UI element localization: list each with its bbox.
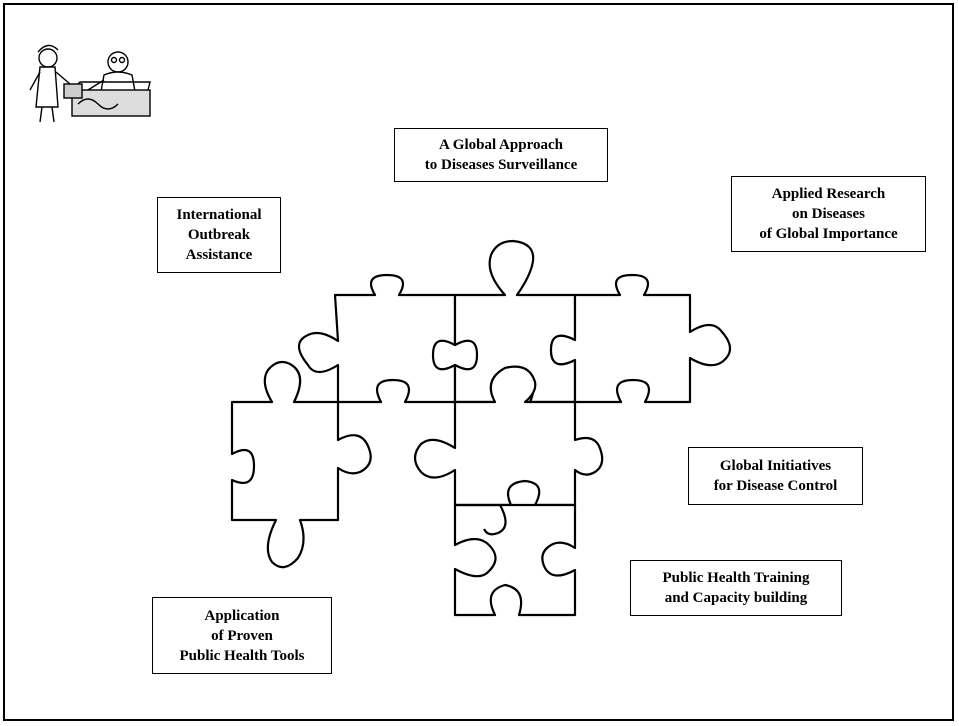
puzzle-piece-top-left — [297, 273, 457, 404]
box-line: Public Health Training — [662, 570, 810, 586]
puzzle-piece-top-right — [549, 273, 732, 404]
box-training: Public Health Training and Capacity buil… — [630, 560, 842, 616]
box-global-initiatives: Global Initiatives for Disease Control — [688, 447, 863, 505]
box-line: Global Initiatives — [719, 458, 832, 474]
slide-frame — [3, 3, 954, 721]
box-line: of Proven — [211, 627, 273, 644]
puzzle-piece-middle — [413, 365, 604, 507]
box-applied-research: Applied Research on Diseases of Global I… — [731, 176, 926, 252]
box-line: on Diseases — [792, 206, 865, 222]
box-line: for Disease Control — [713, 478, 838, 494]
box-line: International — [176, 207, 262, 223]
box-line: A Global Approach — [439, 137, 563, 153]
puzzle-piece-bottom — [453, 503, 577, 617]
doctors-clipart-icon — [29, 44, 151, 123]
box-line: to Diseases Surveillance — [424, 157, 578, 173]
box-line: Applied Research — [771, 186, 886, 202]
puzzle-piece-left — [230, 360, 372, 569]
box-line: Application — [204, 607, 280, 624]
box-proven-tools: Application of Proven Public Health Tool… — [152, 597, 332, 674]
puzzle-pieces — [230, 239, 732, 617]
box-line: Assistance — [185, 247, 253, 263]
box-line: of Global Importance — [759, 226, 898, 242]
box-line: Outbreak — [187, 227, 251, 243]
box-global-approach: A Global Approach to Diseases Surveillan… — [394, 128, 608, 182]
box-line: Public Health Tools — [179, 647, 305, 664]
box-outbreak-assistance: International Outbreak Assistance — [157, 197, 281, 273]
box-line: and Capacity building — [664, 590, 808, 606]
